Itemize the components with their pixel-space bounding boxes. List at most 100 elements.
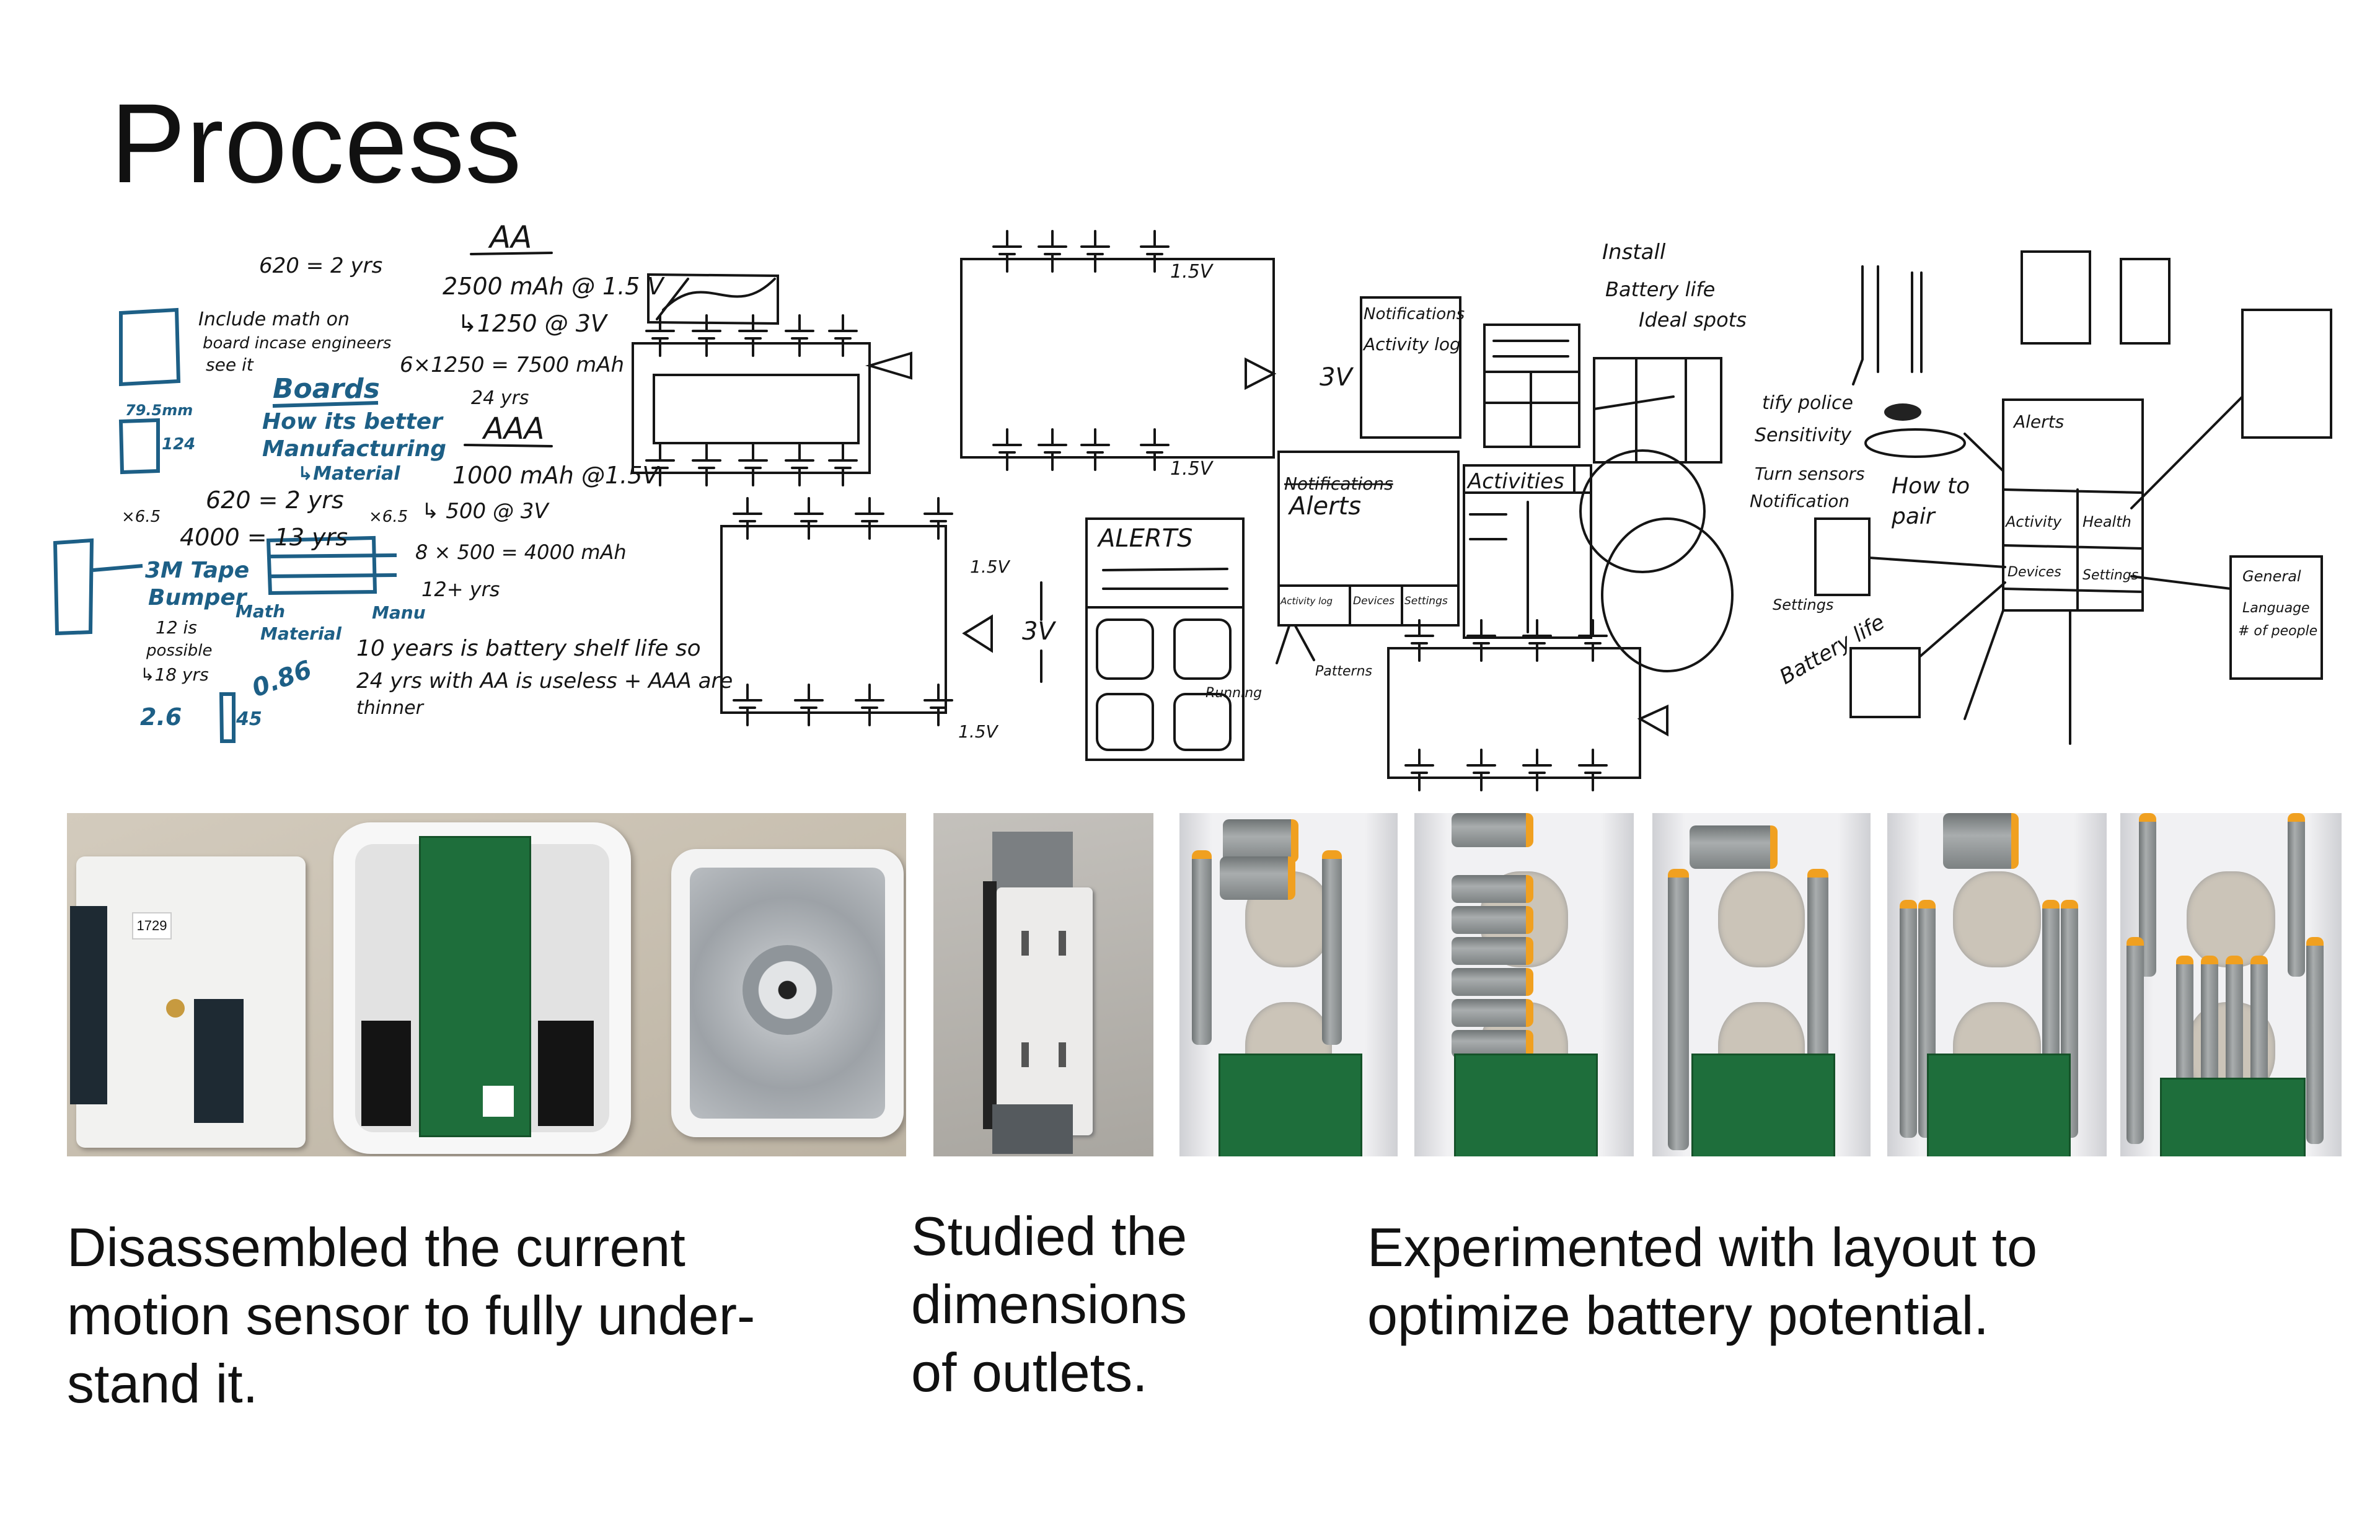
svg-text:4000 = 13 yrs: 4000 = 13 yrs <box>180 524 348 551</box>
svg-text:1.5V: 1.5V <box>1170 261 1214 283</box>
battery-symbol <box>1140 428 1170 471</box>
svg-text:24 yrs: 24 yrs <box>471 387 529 409</box>
photo-battery-layout-3 <box>1652 813 1871 1156</box>
battery <box>2288 813 2305 977</box>
circuit-sketches: 1.5V 3V 1.5V 1.5V 3V 1.5V <box>632 258 1668 779</box>
svg-text:1.5V: 1.5V <box>1170 458 1214 480</box>
battery <box>1220 856 1295 900</box>
svg-text:Sensitivity: Sensitivity <box>1755 425 1852 446</box>
svg-text:620 = 2 yrs: 620 = 2 yrs <box>259 253 382 278</box>
svg-text:8 × 500 = 4000 mAh: 8 × 500 = 4000 mAh <box>415 540 627 564</box>
battery <box>1192 850 1212 1045</box>
circuit-board <box>2160 1077 2306 1156</box>
battery-symbol <box>1038 428 1067 471</box>
svg-text:Math: Math <box>236 601 285 622</box>
svg-text:1000 mAh @1.5V: 1000 mAh @1.5V <box>452 462 660 489</box>
caption-line: stand it. <box>67 1353 258 1414</box>
battery-symbol <box>1578 619 1608 662</box>
battery-symbol <box>1522 749 1552 791</box>
svg-text:Battery life: Battery life <box>1605 278 1715 301</box>
battery-symbol <box>1080 230 1110 273</box>
svg-text:General: General <box>2242 568 2301 585</box>
svg-text:Running: Running <box>1205 685 1262 701</box>
svg-text:620 = 2 yrs: 620 = 2 yrs <box>206 486 344 514</box>
caption-line: dimensions <box>911 1274 1188 1335</box>
svg-text:# of people: # of people <box>2238 623 2317 639</box>
svg-text:Settings: Settings <box>2082 568 2138 583</box>
svg-text:45: 45 <box>236 708 262 730</box>
svg-text:3V: 3V <box>1022 617 1056 646</box>
svg-text:Include math on: Include math on <box>198 309 350 330</box>
battery-symbol <box>794 497 824 540</box>
outlet-hole <box>2187 871 2275 968</box>
battery-symbol <box>1578 749 1608 791</box>
caption-line: of outlets. <box>911 1342 1148 1403</box>
process-sketches: 620 = 2 yrs AA 2500 mAh @ 1.5 V ↳1250 @ … <box>53 219 2332 791</box>
svg-text:Bumper: Bumper <box>148 585 248 610</box>
sensor-case <box>333 822 631 1154</box>
svg-text:124: 124 <box>162 435 195 454</box>
battery-symbol <box>855 497 884 540</box>
battery-symbol <box>1522 619 1552 662</box>
svg-text:3M Tape: 3M Tape <box>145 558 249 583</box>
svg-text:Activity log: Activity log <box>1362 334 1461 354</box>
svg-text:Manufacturing: Manufacturing <box>262 436 446 462</box>
battery-symbol <box>1038 230 1067 273</box>
svg-text:3V: 3V <box>1320 363 1354 392</box>
svg-text:6×1250 = 7500 mAh: 6×1250 = 7500 mAh <box>400 353 624 377</box>
svg-text:79.5mm: 79.5mm <box>125 402 193 419</box>
svg-text:Battery life: Battery life <box>1776 610 1889 690</box>
svg-text:↳18 yrs: ↳18 yrs <box>140 664 209 685</box>
circuit-board <box>1453 1053 1598 1156</box>
battery-symbol <box>733 684 762 726</box>
svg-text:Activity: Activity <box>2004 513 2062 530</box>
photo-battery-layout-1 <box>1179 813 1398 1156</box>
outlet-receptacle <box>997 887 1093 1135</box>
svg-text:Turn sensors: Turn sensors <box>1755 464 1865 484</box>
photo-battery-layout-4 <box>1887 813 2107 1156</box>
battery-symbol <box>733 497 762 540</box>
mounting-frame: 1729 <box>70 856 306 1148</box>
caption-line: Disassembled the current <box>67 1217 685 1278</box>
svg-text:Notification: Notification <box>1750 491 1849 511</box>
outlet-hole <box>1953 871 2041 968</box>
svg-text:10 years is battery shelf life: 10 years is battery shelf life so <box>356 636 701 661</box>
circuit-board <box>1926 1053 2071 1156</box>
battery <box>2306 937 2324 1144</box>
svg-text:Material: Material <box>260 623 342 644</box>
battery <box>1668 869 1689 1150</box>
metal-bracket <box>671 849 904 1137</box>
battery-symbol <box>1140 230 1170 273</box>
caption-line: Studied the <box>911 1205 1188 1267</box>
svg-text:see it: see it <box>206 354 254 375</box>
svg-text:Alerts: Alerts <box>2012 411 2064 432</box>
svg-text:How to: How to <box>1892 473 1970 499</box>
battery-symbol <box>738 444 768 486</box>
caption-line: motion sensor to fully under- <box>67 1285 756 1346</box>
battery-symbol <box>785 314 814 357</box>
battery-symbol <box>1080 428 1110 471</box>
svg-text:2500 mAh @ 1.5 V: 2500 mAh @ 1.5 V <box>443 273 666 300</box>
battery-symbol <box>645 444 675 486</box>
svg-text:Activities: Activities <box>1466 469 1564 494</box>
battery-symbol <box>1466 749 1496 791</box>
svg-text:↳ 500 @ 3V: ↳ 500 @ 3V <box>421 499 550 524</box>
caption-line: optimize battery potential. <box>1367 1285 1989 1346</box>
battery-symbol <box>923 684 953 726</box>
svg-text:possible: possible <box>146 641 212 660</box>
svg-text:Patterns: Patterns <box>1315 664 1372 679</box>
battery <box>2127 937 2144 1144</box>
battery-symbol <box>692 444 721 486</box>
svg-text:1.5V: 1.5V <box>970 557 1011 577</box>
battery <box>1452 999 1533 1027</box>
svg-text:How its better: How its better <box>262 409 444 434</box>
svg-text:12 is: 12 is <box>156 617 197 638</box>
svg-text:AA: AA <box>488 219 532 255</box>
svg-text:Health: Health <box>2082 513 2131 530</box>
battery <box>1690 825 1778 869</box>
svg-text:0.86: 0.86 <box>249 655 315 703</box>
photo-battery-layout-5 <box>2120 813 2342 1156</box>
svg-text:Settings: Settings <box>1404 595 1448 607</box>
svg-text:AAA: AAA <box>482 411 545 446</box>
battery <box>2139 813 2156 977</box>
